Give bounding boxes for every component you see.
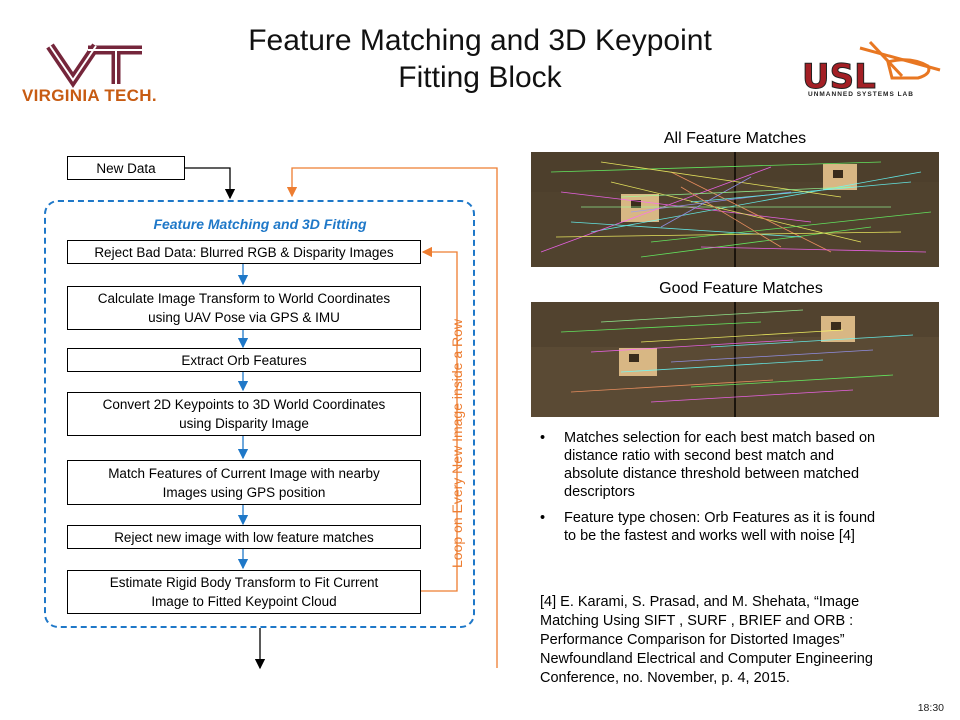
step-text: Image to Fitted Keypoint Cloud: [151, 594, 337, 609]
step-text: using Disparity Image: [179, 416, 309, 431]
virginia-tech-wordmark: VIRGINIA TECH.: [22, 86, 157, 105]
bullet-text: to be the fastest and works well with no…: [564, 528, 855, 544]
bullet-item: • Matches selection for each best match …: [538, 429, 938, 501]
slide-title-line2: Fitting Block: [398, 61, 562, 94]
bullet-text: Matches selection for each best match ba…: [564, 430, 876, 446]
all-matches-image: [531, 152, 939, 267]
bullet-dot: •: [540, 510, 546, 526]
slide-timestamp: 18:30: [917, 702, 944, 714]
bullet-list: • Matches selection for each best match …: [538, 429, 938, 553]
reference-line: Newfoundland Electrical and Computer Eng…: [540, 651, 873, 667]
reference-line: Conference, no. November, p. 4, 2015.: [540, 670, 790, 686]
group-label: Feature Matching and 3D Fitting: [153, 216, 367, 232]
bullet-text: Feature type chosen: Orb Features as it …: [564, 510, 876, 526]
step-text: Convert 2D Keypoints to 3D World Coordin…: [102, 397, 386, 412]
loop-arrow-inner: [421, 246, 458, 592]
virginia-tech-logo: [46, 43, 142, 89]
step-text: Calculate Image Transform to World Coord…: [97, 291, 391, 306]
svg-text:USL: USL: [802, 57, 876, 97]
step-extract-orb: Extract Orb Features: [67, 348, 421, 372]
step-reject-bad-data: Reject Bad Data: Blurred RGB & Disparity…: [67, 240, 421, 264]
reference-citation: [4] E. Karami, S. Prasad, and M. Shehata…: [540, 593, 940, 688]
usl-helicopter-logo: USL: [802, 40, 941, 98]
step-text: Extract Orb Features: [181, 352, 307, 368]
bullet-item: • Feature type chosen: Orb Features as i…: [538, 509, 938, 545]
step-rigid-body: Estimate Rigid Body Transform to Fit Cur…: [67, 570, 421, 614]
good-matches-image: [531, 302, 939, 417]
reference-line: Matching Using SIFT , SURF , BRIEF and O…: [540, 613, 854, 629]
slide-title: Feature Matching and 3D Keypoint Fitting…: [200, 22, 760, 96]
good-matches-title: Good Feature Matches: [659, 280, 823, 297]
step-text: Match Features of Current Image with nea…: [108, 465, 380, 481]
bullet-text: distance ratio with second best match an…: [564, 448, 835, 464]
new-data-box: New Data: [67, 156, 185, 180]
bullet-text: descriptors: [564, 484, 635, 500]
step-text: Reject Bad Data: Blurred RGB & Disparity…: [94, 244, 394, 260]
step-text: Images using GPS position: [162, 484, 326, 500]
all-matches-title: All Feature Matches: [663, 130, 807, 147]
reference-line: [4] E. Karami, S. Prasad, and M. Shehata…: [540, 594, 860, 610]
step-text: using UAV Pose via GPS & IMU: [148, 310, 340, 325]
feature-matching-group: [44, 200, 475, 628]
step-convert-keypoints: Convert 2D Keypoints to 3D World Coordin…: [67, 392, 421, 436]
input-arrow: [185, 167, 236, 200]
step-image-transform: Calculate Image Transform to World Coord…: [67, 286, 421, 330]
loop-label: Loop on Every New Image inside a Row: [449, 318, 465, 568]
bullet-dot: •: [540, 430, 546, 446]
loop-arrow-outer: [286, 167, 498, 668]
slide-title-line1: Feature Matching and 3D Keypoint: [248, 24, 712, 57]
step-reject-low-matches: Reject new image with low feature matche…: [67, 525, 421, 549]
step-text: Reject new image with low feature matche…: [114, 529, 374, 545]
reference-line: Performance Comparison for Distorted Ima…: [540, 632, 845, 648]
bullet-text: absolute distance threshold between matc…: [564, 466, 860, 482]
usl-subtitle: UNMANNED SYSTEMS LAB: [808, 91, 914, 98]
step-match-features: Match Features of Current Image with nea…: [67, 460, 421, 505]
step-text: Estimate Rigid Body Transform to Fit Cur…: [109, 575, 379, 590]
